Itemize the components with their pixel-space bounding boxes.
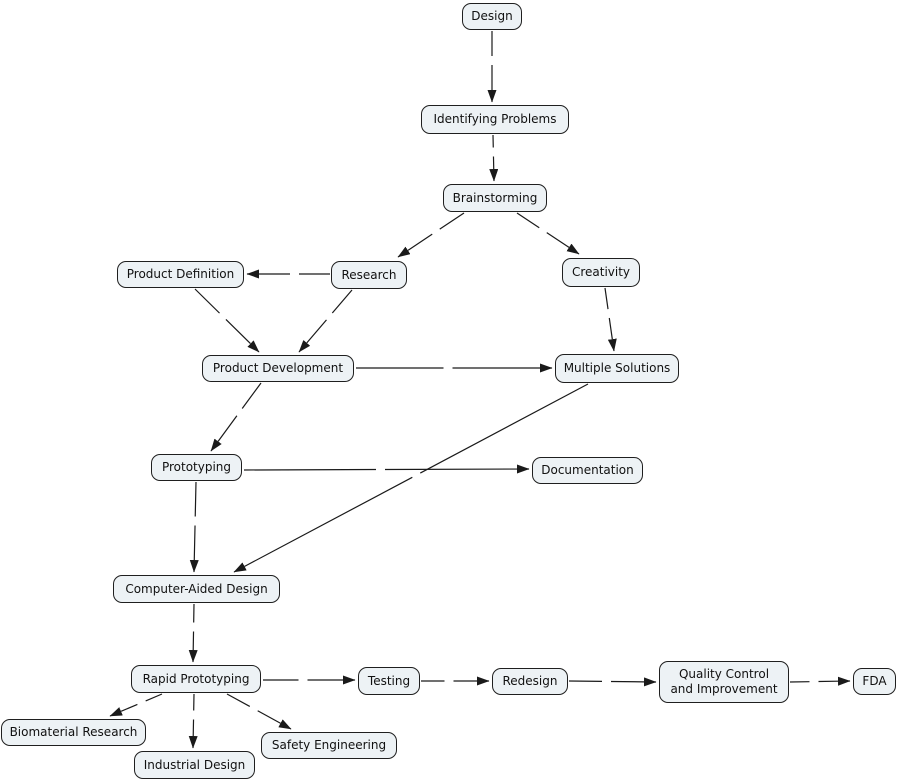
node-label: Computer-Aided Design: [125, 581, 268, 596]
edge-computer-aided-design-to-rapid-prototyping: [188, 603, 198, 663]
node-label: FDA: [862, 674, 887, 688]
node-computer-aided-design[interactable]: Computer-Aided Design: [113, 575, 280, 603]
node-label: Research: [341, 267, 397, 282]
node-label: Safety Engineering: [271, 738, 387, 752]
edge-rapid-prototyping-to-biomaterial-research: [109, 693, 163, 717]
node-product-definition[interactable]: Product Definition: [117, 261, 244, 288]
edge-product-definition-to-product-development: [194, 288, 260, 353]
node-biomaterial-research[interactable]: Biomaterial Research: [1, 719, 146, 746]
node-safety-engineering[interactable]: Safety Engineering: [261, 732, 397, 759]
node-industrial-design[interactable]: Industrial Design: [134, 751, 255, 779]
edge-quality-control-to-fda: [789, 676, 851, 686]
node-product-development[interactable]: Product Development: [202, 355, 354, 382]
node-fda[interactable]: FDA: [853, 668, 896, 695]
node-design[interactable]: Design: [462, 3, 522, 30]
node-label: Quality Control and Improvement: [670, 667, 778, 696]
node-label: Prototyping: [161, 460, 232, 474]
node-label: Testing: [367, 673, 411, 688]
node-label: Creativity: [571, 265, 631, 279]
edge-multiple-solutions-to-computer-aided-design: [233, 383, 589, 573]
node-label: Identifying Problems: [433, 112, 557, 126]
edge-research-to-product-development: [298, 289, 353, 353]
node-quality-control[interactable]: Quality Control and Improvement: [659, 661, 789, 703]
node-label: Multiple Solutions: [563, 361, 671, 375]
node-label: Rapid Prototyping: [142, 671, 250, 686]
node-documentation[interactable]: Documentation: [532, 457, 643, 484]
node-prototyping[interactable]: Prototyping: [151, 454, 242, 481]
node-research[interactable]: Research: [331, 261, 407, 289]
node-multiple-solutions[interactable]: Multiple Solutions: [555, 354, 679, 383]
node-label: Industrial Design: [143, 757, 246, 772]
edge-identifying-problems-to-brainstorming: [489, 134, 499, 182]
node-label: Biomaterial Research: [9, 725, 138, 739]
edge-redesign-to-quality-control: [568, 677, 657, 687]
node-label: Redesign: [502, 674, 558, 688]
node-brainstorming[interactable]: Brainstorming: [443, 184, 547, 212]
node-label: Design: [471, 9, 513, 23]
node-label: Brainstorming: [452, 190, 538, 205]
edge-rapid-prototyping-to-safety-engineering: [226, 693, 292, 730]
node-label: Product Development: [212, 361, 344, 375]
node-label: Documentation: [541, 463, 634, 477]
edge-prototyping-to-documentation: [243, 464, 530, 474]
edge-brainstorming-to-creativity: [516, 212, 580, 255]
node-creativity[interactable]: Creativity: [562, 258, 640, 287]
node-rapid-prototyping[interactable]: Rapid Prototyping: [131, 665, 261, 693]
edge-rapid-prototyping-to-industrial-design: [188, 693, 198, 749]
edge-product-development-to-prototyping: [210, 382, 262, 452]
node-label: Product Definition: [126, 267, 235, 281]
edge-prototyping-to-computer-aided-design: [189, 481, 199, 573]
node-redesign[interactable]: Redesign: [492, 668, 568, 695]
edge-brainstorming-to-research: [397, 212, 465, 258]
edge-creativity-to-multiple-solutions: [604, 287, 617, 352]
node-identifying-problems[interactable]: Identifying Problems: [421, 105, 569, 134]
node-testing[interactable]: Testing: [358, 667, 420, 695]
